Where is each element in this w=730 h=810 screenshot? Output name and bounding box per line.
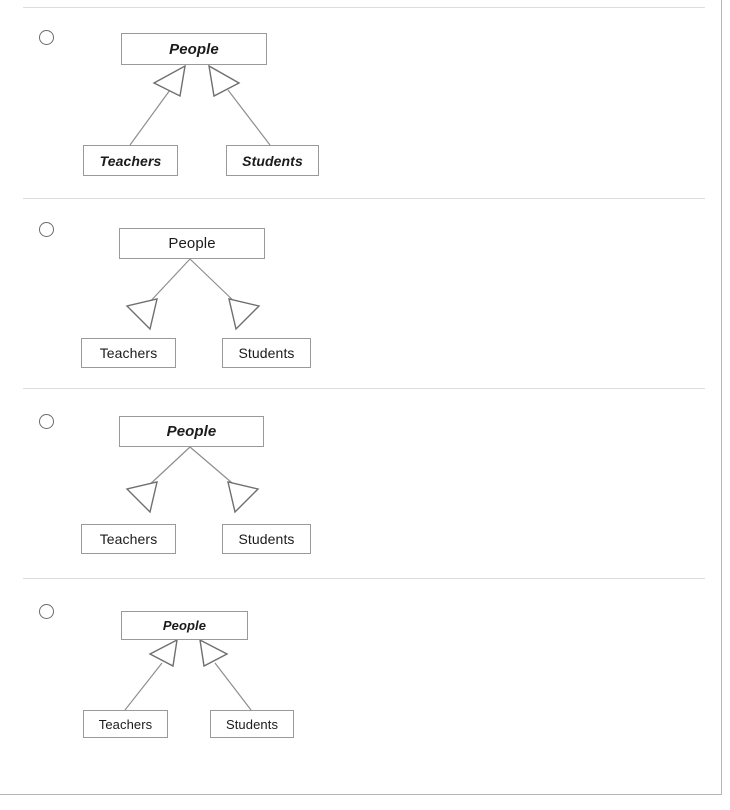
uml-class-subclass-right-2[interactable]: Students [222,338,311,368]
option-row-4[interactable]: People Teachers Students [0,578,705,795]
generalization-arrowhead-right [208,64,241,98]
generalization-arrowhead-right [199,638,229,668]
uml-class-label: People [166,423,217,440]
generalization-edge-left [124,662,163,711]
uml-class-label: Teachers [99,531,158,547]
uml-class-label: Teachers [98,716,153,732]
option-row-2[interactable]: People Teachers Students [0,198,705,388]
uml-diagram-3-lines [125,446,260,514]
uml-class-subclass-left-4[interactable]: Teachers [83,710,168,738]
uml-class-label: Students [238,345,295,361]
uml-class-label: People [162,618,207,633]
uml-diagram-3: People Teachers Students [0,388,380,578]
uml-diagram-2: People Teachers Students [0,198,380,388]
uml-class-superclass-3[interactable]: People [119,416,264,447]
generalization-edge-left [145,446,191,489]
option-row-1[interactable]: People Teachers Students [0,0,705,198]
option-divider-top-1 [23,7,705,8]
radio-option-1[interactable] [39,30,54,45]
generalization-arrowhead-right [227,481,260,514]
uml-diagram-1-lines [129,64,271,146]
uml-class-subclass-left-2[interactable]: Teachers [81,338,176,368]
uml-class-label: Students [238,531,295,547]
generalization-arrowhead-left [125,298,158,331]
uml-class-label: Students [242,152,303,169]
radio-option-4[interactable] [39,604,54,619]
radio-option-2[interactable] [39,222,54,237]
uml-class-label: Teachers [99,345,158,361]
uml-class-superclass-4[interactable]: People [121,611,248,640]
uml-diagram-4-lines [124,638,252,711]
uml-class-subclass-right-1[interactable]: Students [226,145,319,176]
uml-diagram-2-lines [125,258,261,331]
option-row-3[interactable]: People Teachers Students [0,388,705,578]
question-container: People Teachers Students [0,0,722,795]
option-divider-top-4 [23,578,705,579]
generalization-arrowhead-left [152,64,186,98]
uml-class-superclass-1[interactable]: People [121,33,267,65]
generalization-edge-right [214,662,252,711]
generalization-edge-right [189,258,240,307]
option-divider-top-3 [23,388,705,389]
uml-class-subclass-left-1[interactable]: Teachers [83,145,178,176]
generalization-edge-right [189,446,239,489]
uml-class-label: Teachers [99,152,162,169]
generalization-edge-left [129,89,171,146]
uml-class-superclass-2[interactable]: People [119,228,265,259]
uml-class-subclass-left-3[interactable]: Teachers [81,524,176,554]
uml-class-label: Students [225,716,279,732]
option-divider-top-2 [23,198,705,199]
uml-class-subclass-right-3[interactable]: Students [222,524,311,554]
radio-option-3[interactable] [39,414,54,429]
generalization-arrowhead-right [228,298,261,331]
uml-class-label: People [169,40,219,58]
generalization-arrowhead-left [148,638,178,668]
uml-class-label: People [168,235,216,252]
generalization-edge-left [145,258,191,307]
uml-class-subclass-right-4[interactable]: Students [210,710,294,738]
generalization-edge-right [227,89,271,146]
uml-diagram-4: People Teachers Students [0,578,380,795]
generalization-arrowhead-left [125,481,158,514]
uml-diagram-1: People Teachers Students [0,0,380,198]
